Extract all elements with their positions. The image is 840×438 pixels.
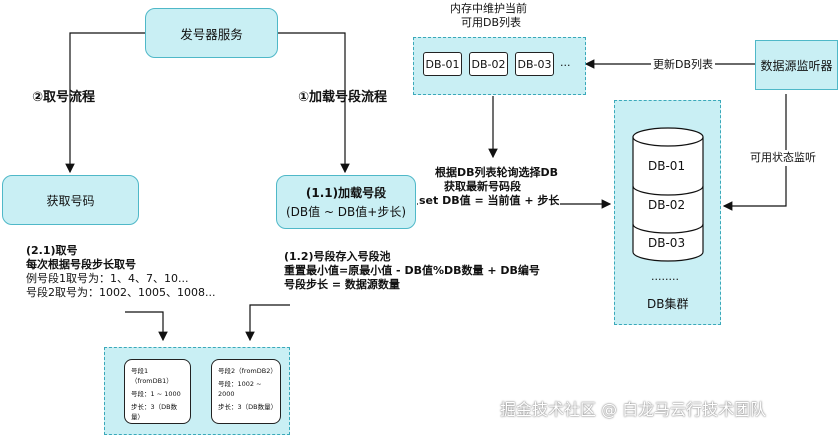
edge-fetch-to-pool [125,311,168,342]
issuer-service-label: 发号器服务 [180,26,243,42]
select-db-line3: set DB值 = 当前值 + 步长 [418,194,561,208]
store-note-line3: 号段步长 = 数据源数量 [284,278,400,291]
fetch-note-line2: 每次根据号段步长取号 [26,258,136,271]
cluster-more: ........ [651,270,679,283]
db-list-more: ... [560,56,571,69]
select-db-line1: 根据DB列表轮询选择DB [435,166,559,179]
issuer-service-node: 发号器服务 [145,8,278,58]
cluster-label: DB集群 [647,297,689,311]
segment-2-range: 号段：1002 ~ 2000 [218,380,262,398]
segment-card-1: 号段1（fromDB1） 号段：1 ~ 1000 步长：3（DB数量） [124,359,191,424]
get-number-node: 获取号码 [2,175,139,225]
fetch-note-line4: 号段2取号为：1002、1005、1008... [26,286,216,299]
fetch-note-line3: 例号段1取号为：1、4、7、10... [26,272,189,285]
segment-2-title: 号段2（fromDB2） [218,367,277,375]
load-segment-node: (1.1)加载号段 (DB值 ~ DB值+步长) [276,175,416,229]
update-list-label: 更新DB列表 [651,58,716,72]
db-list-item-2: DB-02 [469,52,508,76]
store-note-line1: (1.2)号段存入号段池 [284,250,391,263]
segment-card-2: 号段2（fromDB2） 号段：1002 ~ 2000 步长：3（DB数量） [211,359,281,424]
cluster-db-1: DB-01 [648,159,686,173]
fetch-flow-label: ②取号流程 [32,90,96,105]
select-db-line2: 获取最新号码段 [444,180,521,193]
get-number-label: 获取号码 [46,193,95,208]
load-segment-range: (DB值 ~ DB值+步长) [285,205,407,219]
segment-1-range: 号段：1 ~ 1000 [131,390,181,398]
cluster-db-3: DB-03 [648,236,686,250]
datasource-monitor-node: 数据源监听器 [755,40,838,90]
db-list-item-3: DB-03 [515,52,554,76]
memory-note-line1: 内存中维护当前 [450,2,527,15]
load-flow-label: ①加载号段流程 [298,90,388,105]
db-list-item-1: DB-01 [423,52,462,76]
segment-1-title: 号段1（fromDB1） [131,367,173,385]
watermark: 掘金技术社区 @ 白龙马云行技术团队 [500,400,767,419]
segment-2-step: 步长：3（DB数量） [218,403,278,411]
segment-1-step: 步长：3（DB数量） [131,403,178,421]
store-note-line2: 重置最小值=原最小值 - DB值%DB数量 + DB编号 [284,264,540,277]
edge-issuer-to-get [65,32,145,174]
edge-monitor-to-cluster [722,94,787,211]
edge-store-to-pool [245,304,290,342]
edge-issuer-to-load [278,32,350,174]
datasource-monitor-label: 数据源监听器 [760,58,833,73]
memory-note-line2: 可用DB列表 [461,16,522,29]
cluster-db-2: DB-02 [648,198,686,212]
monitor-status-label: 可用状态监听 [748,150,818,166]
fetch-note-line1: (2.1)取号 [26,244,78,257]
load-segment-title: (1.1)加载号段 [305,186,387,200]
